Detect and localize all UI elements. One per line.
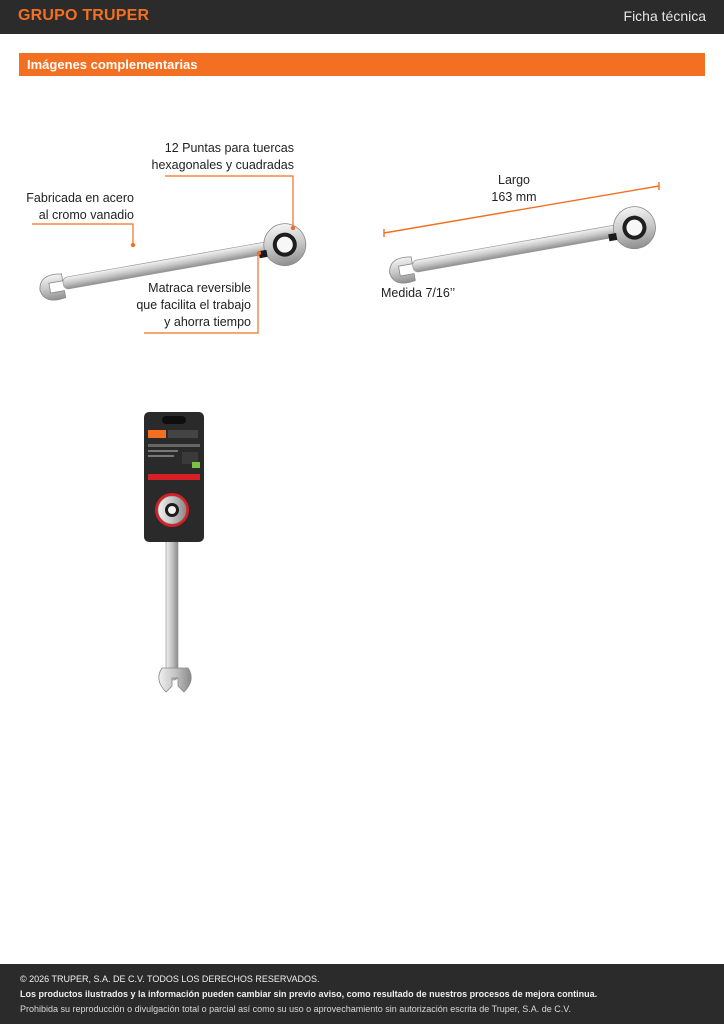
size-label: Medida 7/16’’ <box>381 286 456 300</box>
packaged-wrench-image <box>144 412 204 693</box>
length-callout: Largo 163 mm <box>491 173 537 204</box>
wrench-image-1 <box>39 223 307 301</box>
section-title: Imágenes complementarias <box>27 57 198 72</box>
footer-copyright: © 2026 TRUPER, S.A. DE C.V. TODOS LOS DE… <box>20 974 320 984</box>
document-type: Ficha técnica <box>623 8 706 24</box>
callout-tips: 12 Puntas para tuercas hexagonales y cua… <box>151 141 294 172</box>
section-header: Imágenes complementarias <box>19 53 705 76</box>
header-bar: GRUPO TRUPER Ficha técnica <box>0 0 724 34</box>
callout-steel: Fabricada en acero al cromo vanadio <box>26 191 134 222</box>
footer-notice: Los productos ilustrados y la informació… <box>20 989 598 999</box>
callout-lines-1 <box>32 175 296 334</box>
dimension-line <box>383 182 660 237</box>
footer-prohibition: Prohibida su reproducción o divulgación … <box>20 1004 571 1014</box>
wrench-image-2 <box>389 206 656 284</box>
footer: © 2026 TRUPER, S.A. DE C.V. TODOS LOS DE… <box>0 964 724 1024</box>
callout-ratchet: Matraca reversible que facilita el traba… <box>136 281 251 329</box>
brand-logo: GRUPO TRUPER <box>18 7 150 24</box>
